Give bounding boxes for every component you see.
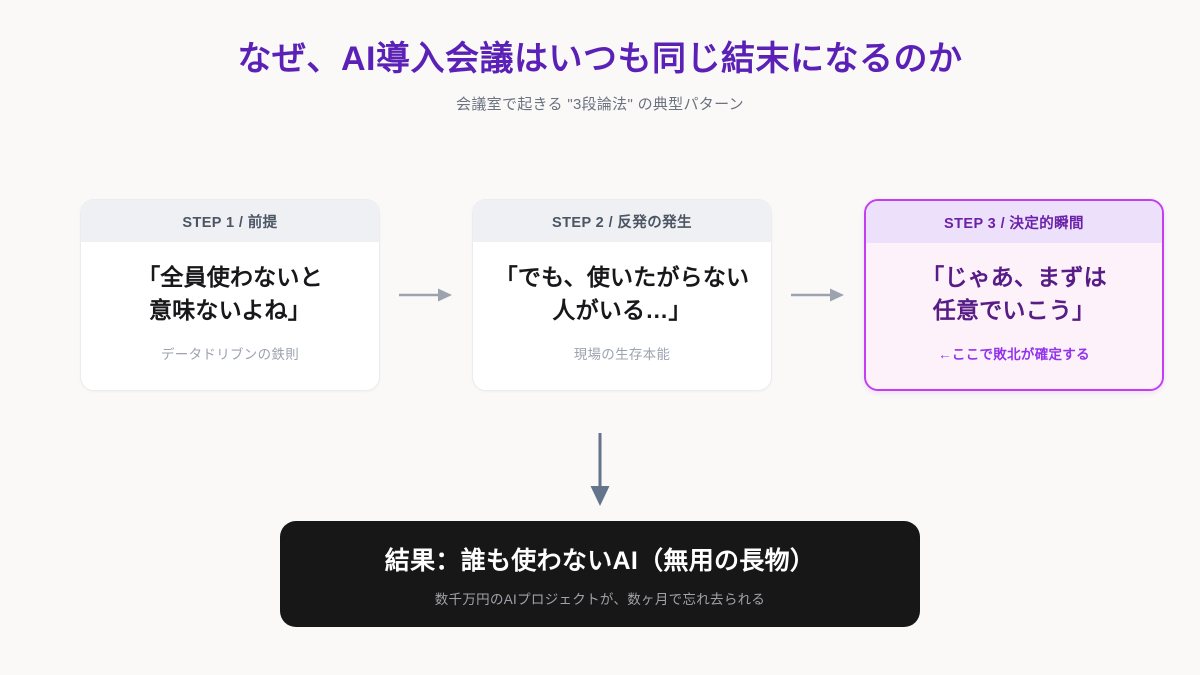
step-card-2-header: STEP 2 / 反発の発生 (473, 200, 771, 242)
connector-arrow-1 (380, 287, 472, 303)
arrow-down-icon (590, 433, 610, 506)
step-card-3[interactable]: STEP 3 / 決定的瞬間 「じゃあ、まずは 任意でいこう」 ←ここで敗北が確… (864, 199, 1164, 391)
step-card-3-header: STEP 3 / 決定的瞬間 (866, 201, 1162, 243)
quote-line-2: 意味ないよね」 (149, 297, 311, 323)
step-card-2-body: 「でも、使いたがらない 人がいる…」 現場の生存本能 (473, 242, 771, 390)
step-card-1-quote: 「全員使わないと 意味ないよね」 (137, 261, 323, 326)
step-card-1-header: STEP 1 / 前提 (81, 200, 379, 242)
quote-line-1: 「でも、使いたがらない (494, 264, 750, 291)
quote-line-1: 「全員使わないと (137, 264, 323, 291)
step-card-3-caption: ←ここで敗北が確定する (938, 346, 1090, 362)
quote-line-2: 任意でいこう」 (932, 297, 1096, 323)
result-subtitle: 数千万円のAIプロジェクトが、数ヶ月で忘れ去られる (434, 591, 766, 607)
step-card-2[interactable]: STEP 2 / 反発の発生 「でも、使いたがらない 人がいる…」 現場の生存本… (472, 199, 772, 391)
step-card-3-body: 「じゃあ、まずは 任意でいこう」 ←ここで敗北が確定する (866, 243, 1162, 389)
result-banner: 結果：誰も使わないAI（無用の長物） 数千万円のAIプロジェクトが、数ヶ月で忘れ… (280, 521, 920, 627)
step-card-1-body: 「全員使わないと 意味ないよね」 データドリブンの鉄則 (81, 242, 379, 390)
steps-row: STEP 1 / 前提 「全員使わないと 意味ないよね」 データドリブンの鉄則 … (80, 199, 1164, 391)
step-card-3-quote: 「じゃあ、まずは 任意でいこう」 (921, 261, 1107, 326)
page-title: なぜ、AI導入会議はいつも同じ結末になるのか (237, 40, 963, 78)
connector-arrow-down (0, 432, 1200, 508)
connector-arrow-2 (772, 287, 864, 303)
step-card-2-caption: 現場の生存本能 (573, 346, 671, 362)
header: なぜ、AI導入会議はいつも同じ結末になるのか 会議室で起きる "3段論法" の典… (0, 38, 1200, 114)
result-title: 結果：誰も使わないAI（無用の長物） (384, 546, 816, 575)
arrow-right-icon (399, 288, 452, 302)
step-card-2-quote: 「でも、使いたがらない 人がいる…」 (495, 261, 750, 326)
step-card-1-caption: データドリブンの鉄則 (161, 346, 299, 362)
step-card-1[interactable]: STEP 1 / 前提 「全員使わないと 意味ないよね」 データドリブンの鉄則 (80, 199, 380, 391)
page-subtitle: 会議室で起きる "3段論法" の典型パターン (456, 95, 744, 113)
arrow-right-icon (791, 288, 844, 302)
quote-line-2: 人がいる…」 (552, 297, 692, 323)
quote-line-1: 「じゃあ、まずは (921, 264, 1107, 291)
